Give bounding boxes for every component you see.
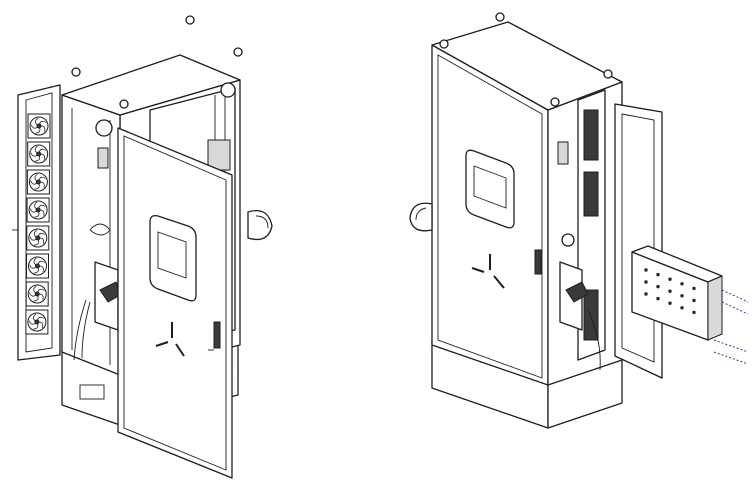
left-fan-door xyxy=(12,84,61,361)
right-door-handle xyxy=(534,249,542,275)
left-lifting-eyes xyxy=(71,15,243,109)
right-charging-connector xyxy=(559,261,601,371)
left-cabinet-view xyxy=(12,15,273,479)
fan-4 xyxy=(26,197,50,223)
left-door-logo xyxy=(155,322,185,357)
right-door-display xyxy=(465,149,515,229)
left-charging-connector xyxy=(73,261,123,361)
module-vent-dot xyxy=(692,310,696,315)
module-vent-dot xyxy=(692,286,696,291)
right-side-port xyxy=(561,233,575,247)
right-door-logo xyxy=(471,254,505,289)
right-cabinet-view xyxy=(409,12,749,429)
fan-1 xyxy=(27,113,51,139)
fan-3 xyxy=(26,169,50,195)
right-mounting-screws xyxy=(713,289,749,365)
left-cabinet-front xyxy=(61,94,121,376)
module-vent-dot xyxy=(644,268,648,272)
right-lifting-eyes xyxy=(439,12,613,107)
left-side-cable-hook xyxy=(247,209,273,241)
left-front-door xyxy=(117,127,233,479)
left-round-port xyxy=(95,119,113,137)
module-vent-dot xyxy=(680,294,684,298)
right-power-module xyxy=(631,245,723,341)
module-vent-dot xyxy=(656,272,660,277)
right-side-cable-hook xyxy=(409,202,433,232)
left-plinth-vent xyxy=(79,384,105,400)
left-door-display xyxy=(149,214,197,302)
fan-2 xyxy=(27,141,51,167)
module-vent-dot xyxy=(644,292,648,296)
right-side-module-mid xyxy=(583,171,599,217)
right-side-switch xyxy=(557,141,569,165)
module-vent-dot xyxy=(656,284,660,289)
module-vent-dot xyxy=(680,282,684,286)
left-fan-array xyxy=(25,113,51,335)
left-cabinet-top xyxy=(61,54,241,116)
module-vent-dot xyxy=(668,301,672,305)
fan-8 xyxy=(25,309,49,335)
left-interior-module xyxy=(97,147,109,169)
right-side-module-upper xyxy=(583,109,599,161)
fan-5 xyxy=(26,225,50,251)
module-vent-dot xyxy=(692,298,696,303)
left-door-handle xyxy=(213,321,221,349)
module-vent-dot xyxy=(668,289,672,293)
module-vent-dot xyxy=(656,296,660,301)
right-cabinet-top xyxy=(431,21,623,111)
module-vent-dot xyxy=(680,306,684,310)
left-interior-bracket xyxy=(207,139,231,171)
fan-7 xyxy=(25,281,49,307)
module-vent-dot xyxy=(668,277,672,281)
right-side-door xyxy=(614,103,663,379)
fan-6 xyxy=(26,253,49,279)
module-vent-dot xyxy=(644,280,648,284)
right-module-dots xyxy=(644,268,696,315)
